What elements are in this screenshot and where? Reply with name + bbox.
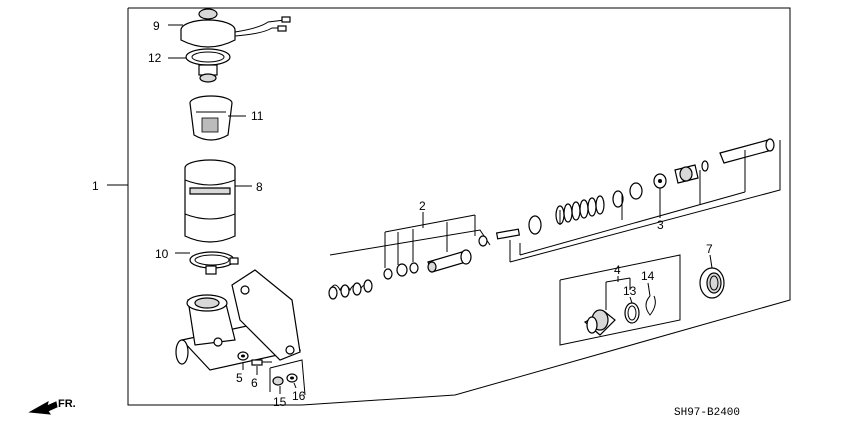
leader-lines [107,24,713,394]
callout-labels: 1 2 3 4 5 6 7 8 9 10 11 12 13 14 15 16 [92,19,713,409]
callout-7: 7 [706,242,713,256]
callout-16: 16 [292,389,306,403]
primary-piston-kit [495,138,781,263]
callout-13: 13 [623,284,637,298]
callout-9: 9 [153,19,160,33]
callout-6: 6 [251,376,258,390]
cylinder-seal [699,267,725,299]
callout-1: 1 [92,179,99,193]
secondary-piston-kit [328,212,491,300]
callout-8: 8 [256,180,263,194]
callout-4: 4 [614,263,621,277]
bolt-6 [251,359,272,366]
reservoir-cap [180,8,291,48]
callout-3: 3 [657,218,664,232]
push-rod-boot-kit [559,254,681,346]
callout-11: 11 [251,109,264,123]
washer-5 [237,351,249,361]
callout-15: 15 [273,395,287,409]
master-cylinder-body [175,269,302,371]
diaphragm [185,48,231,83]
callout-12: 12 [148,51,162,65]
reservoir-strainer [189,95,233,141]
callout-2: 2 [419,199,426,213]
washer-16 [286,373,298,383]
front-direction-arrow: FR. [28,398,76,415]
front-label: FR. [58,398,76,410]
hose-clamp [189,251,239,275]
reservoir-body [184,159,236,243]
drawing-code: SH97-B2400 [674,407,740,419]
nut-15 [272,376,284,386]
callout-14: 14 [641,269,655,283]
callout-5: 5 [236,371,243,385]
assembly-boundary [127,7,791,406]
callout-10: 10 [155,247,169,261]
